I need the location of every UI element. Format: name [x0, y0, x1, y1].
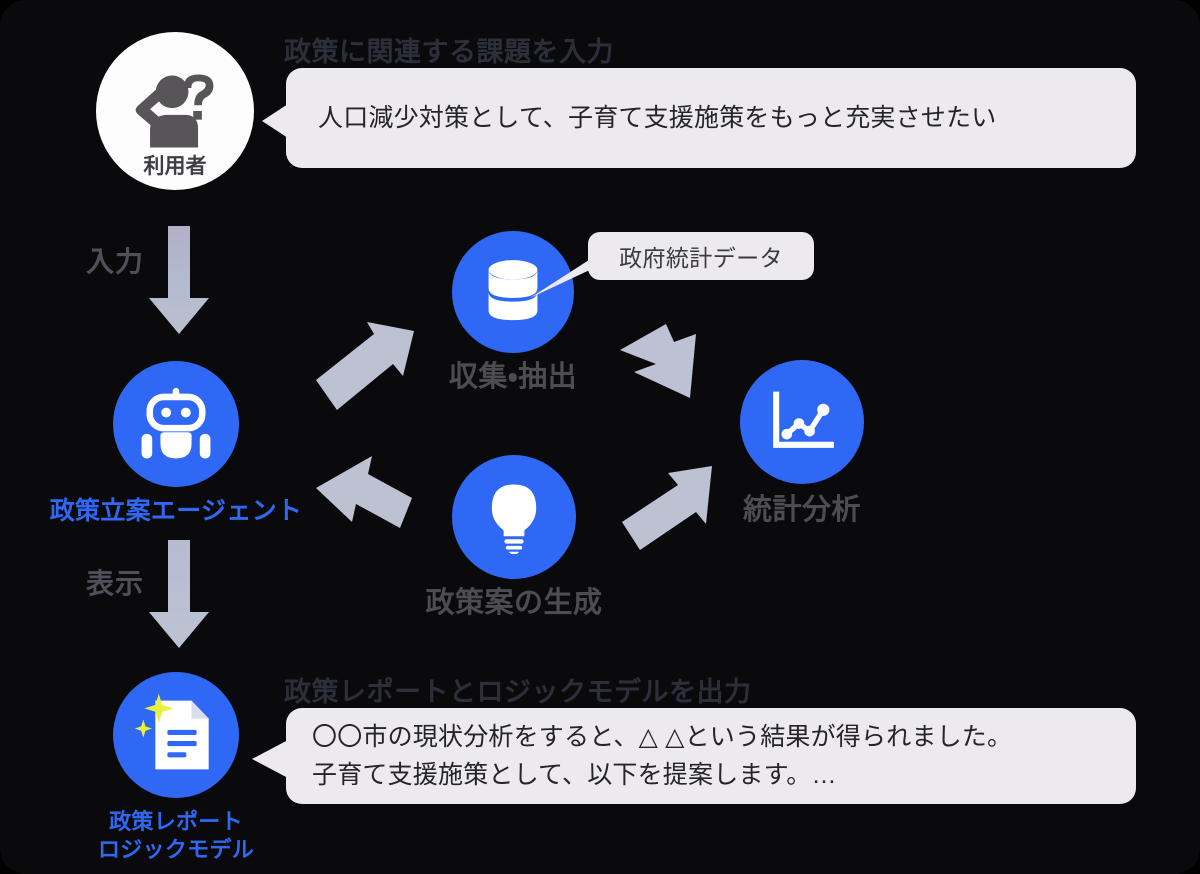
- display-arrow-label: 表示: [86, 568, 145, 599]
- input-speech-bubble: 人口減少対策として、子育て支援施策をもっと充実させたい: [286, 68, 1136, 168]
- cycle-arrow-down-left-icon: [622, 466, 712, 550]
- agent-node: [113, 361, 239, 487]
- output-speech-bubble: 〇〇市の現状分析をすると、△ △という結果が得られました。 子育て支援施策として…: [286, 708, 1136, 804]
- government-data-callout: 政府統計データ: [588, 232, 814, 280]
- input-section-heading: 政策に関連する課題を入力: [284, 37, 614, 67]
- cycle-node-collect: [452, 231, 574, 353]
- cycle-node-analyze: [740, 360, 864, 484]
- robot-icon: [141, 387, 211, 459]
- cycle-label-generate: 政策案の生成: [425, 587, 603, 619]
- user-caption: 利用者: [143, 155, 207, 178]
- output-bubble-text: 〇〇市の現状分析をすると、△ △という結果が得られました。 子育て支援施策として…: [312, 723, 1013, 789]
- cycle-label-analyze: 統計分析: [742, 494, 861, 526]
- report-label-line1: 政策レポート: [109, 809, 243, 834]
- input-flow-arrow-icon: [149, 226, 209, 334]
- person-question-icon: [135, 74, 214, 148]
- output-section-heading: 政策レポートとロジックモデルを出力: [284, 677, 752, 707]
- output-bubble-tail: [252, 740, 288, 778]
- cycle-label-collect: 収集・抽出: [448, 361, 578, 393]
- input-bubble-text: 人口減少対策として、子育て支援施策をもっと充実させたい: [318, 104, 997, 132]
- user-avatar: 利用者: [96, 32, 254, 190]
- report-label: 政策レポート ロジックモデル: [0, 808, 352, 863]
- report-node: [113, 672, 239, 798]
- lightbulb-icon: [491, 484, 537, 554]
- cycle-arrow-up-left-icon: [316, 456, 412, 528]
- agent-label: 政策立案エージェント: [49, 497, 303, 525]
- input-bubble-tail: [262, 104, 288, 138]
- callout-text: 政府統計データ: [619, 245, 783, 271]
- cycle-arrow-up-right-icon: [316, 322, 414, 410]
- input-arrow-label: 入力: [86, 246, 145, 277]
- document-sparkle-icon: [134, 693, 209, 770]
- display-flow-arrow-icon: [149, 540, 209, 648]
- line-chart-icon: [773, 391, 834, 448]
- cycle-node-generate: [452, 455, 576, 579]
- database-icon: [488, 260, 538, 321]
- cycle-arrow-down-right-icon: [620, 324, 696, 398]
- report-label-line2: ロジックモデル: [97, 836, 255, 862]
